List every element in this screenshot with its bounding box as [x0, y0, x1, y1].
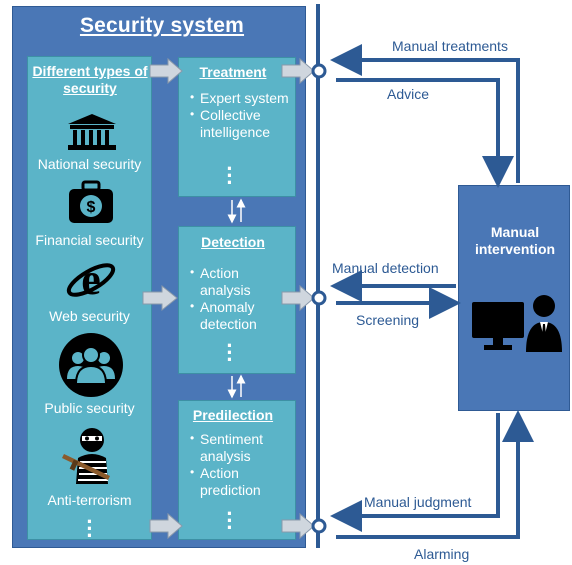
predilection-ellipsis: ··· [226, 501, 234, 540]
types-ellipsis: ··· [86, 509, 94, 548]
predilection-list: Sentiment analysis Action prediction [190, 430, 290, 499]
government-building-icon [68, 114, 116, 150]
money-briefcase-icon: $ [69, 180, 113, 223]
flow-label-manual-judgment: Manual judgment [364, 494, 472, 510]
treatment-ellipsis: ··· [226, 156, 234, 195]
detection-title: Detection [201, 234, 265, 250]
flow-label-advice: Advice [387, 86, 430, 102]
internet-explorer-icon: e [66, 255, 116, 304]
detection-item: Anomaly detection [190, 298, 290, 333]
detection-ellipsis: ··· [226, 333, 234, 372]
svg-text:e: e [81, 255, 101, 304]
manual-intervention-title: Manual intervention [474, 224, 556, 257]
people-group-icon [59, 333, 123, 397]
predilection-title: Predilection [192, 407, 274, 423]
type-label-national: National security [37, 156, 142, 172]
flow-label-alarming: Alarming [414, 546, 470, 562]
treatment-item: Collective intelligence [190, 106, 290, 141]
svg-text:$: $ [87, 199, 96, 216]
flow-label-manual-detection: Manual detection [332, 260, 439, 276]
system-title: Security system [79, 14, 245, 37]
flow-label-manual-treatments: Manual treatments [392, 38, 508, 54]
computer-user-icon [472, 295, 562, 352]
detection-list: Action analysis Anomaly detection [190, 264, 290, 333]
predilection-item: Action prediction [190, 464, 290, 499]
treatment-title: Treatment [199, 64, 267, 80]
types-header: Different types of security [32, 63, 148, 96]
type-label-web: Web security [49, 308, 130, 324]
type-label-public: Public security [44, 400, 135, 416]
treatment-item: Expert system [190, 89, 290, 107]
detection-item: Action analysis [190, 264, 290, 299]
treatment-list: Expert system Collective intelligence [190, 89, 290, 141]
type-label-financial: Financial security [35, 232, 144, 248]
type-label-anti-terrorism: Anti-terrorism [47, 492, 132, 508]
terrorist-with-gun-icon [62, 428, 110, 484]
predilection-item: Sentiment analysis [190, 430, 290, 465]
flow-label-screening: Screening [356, 312, 420, 328]
